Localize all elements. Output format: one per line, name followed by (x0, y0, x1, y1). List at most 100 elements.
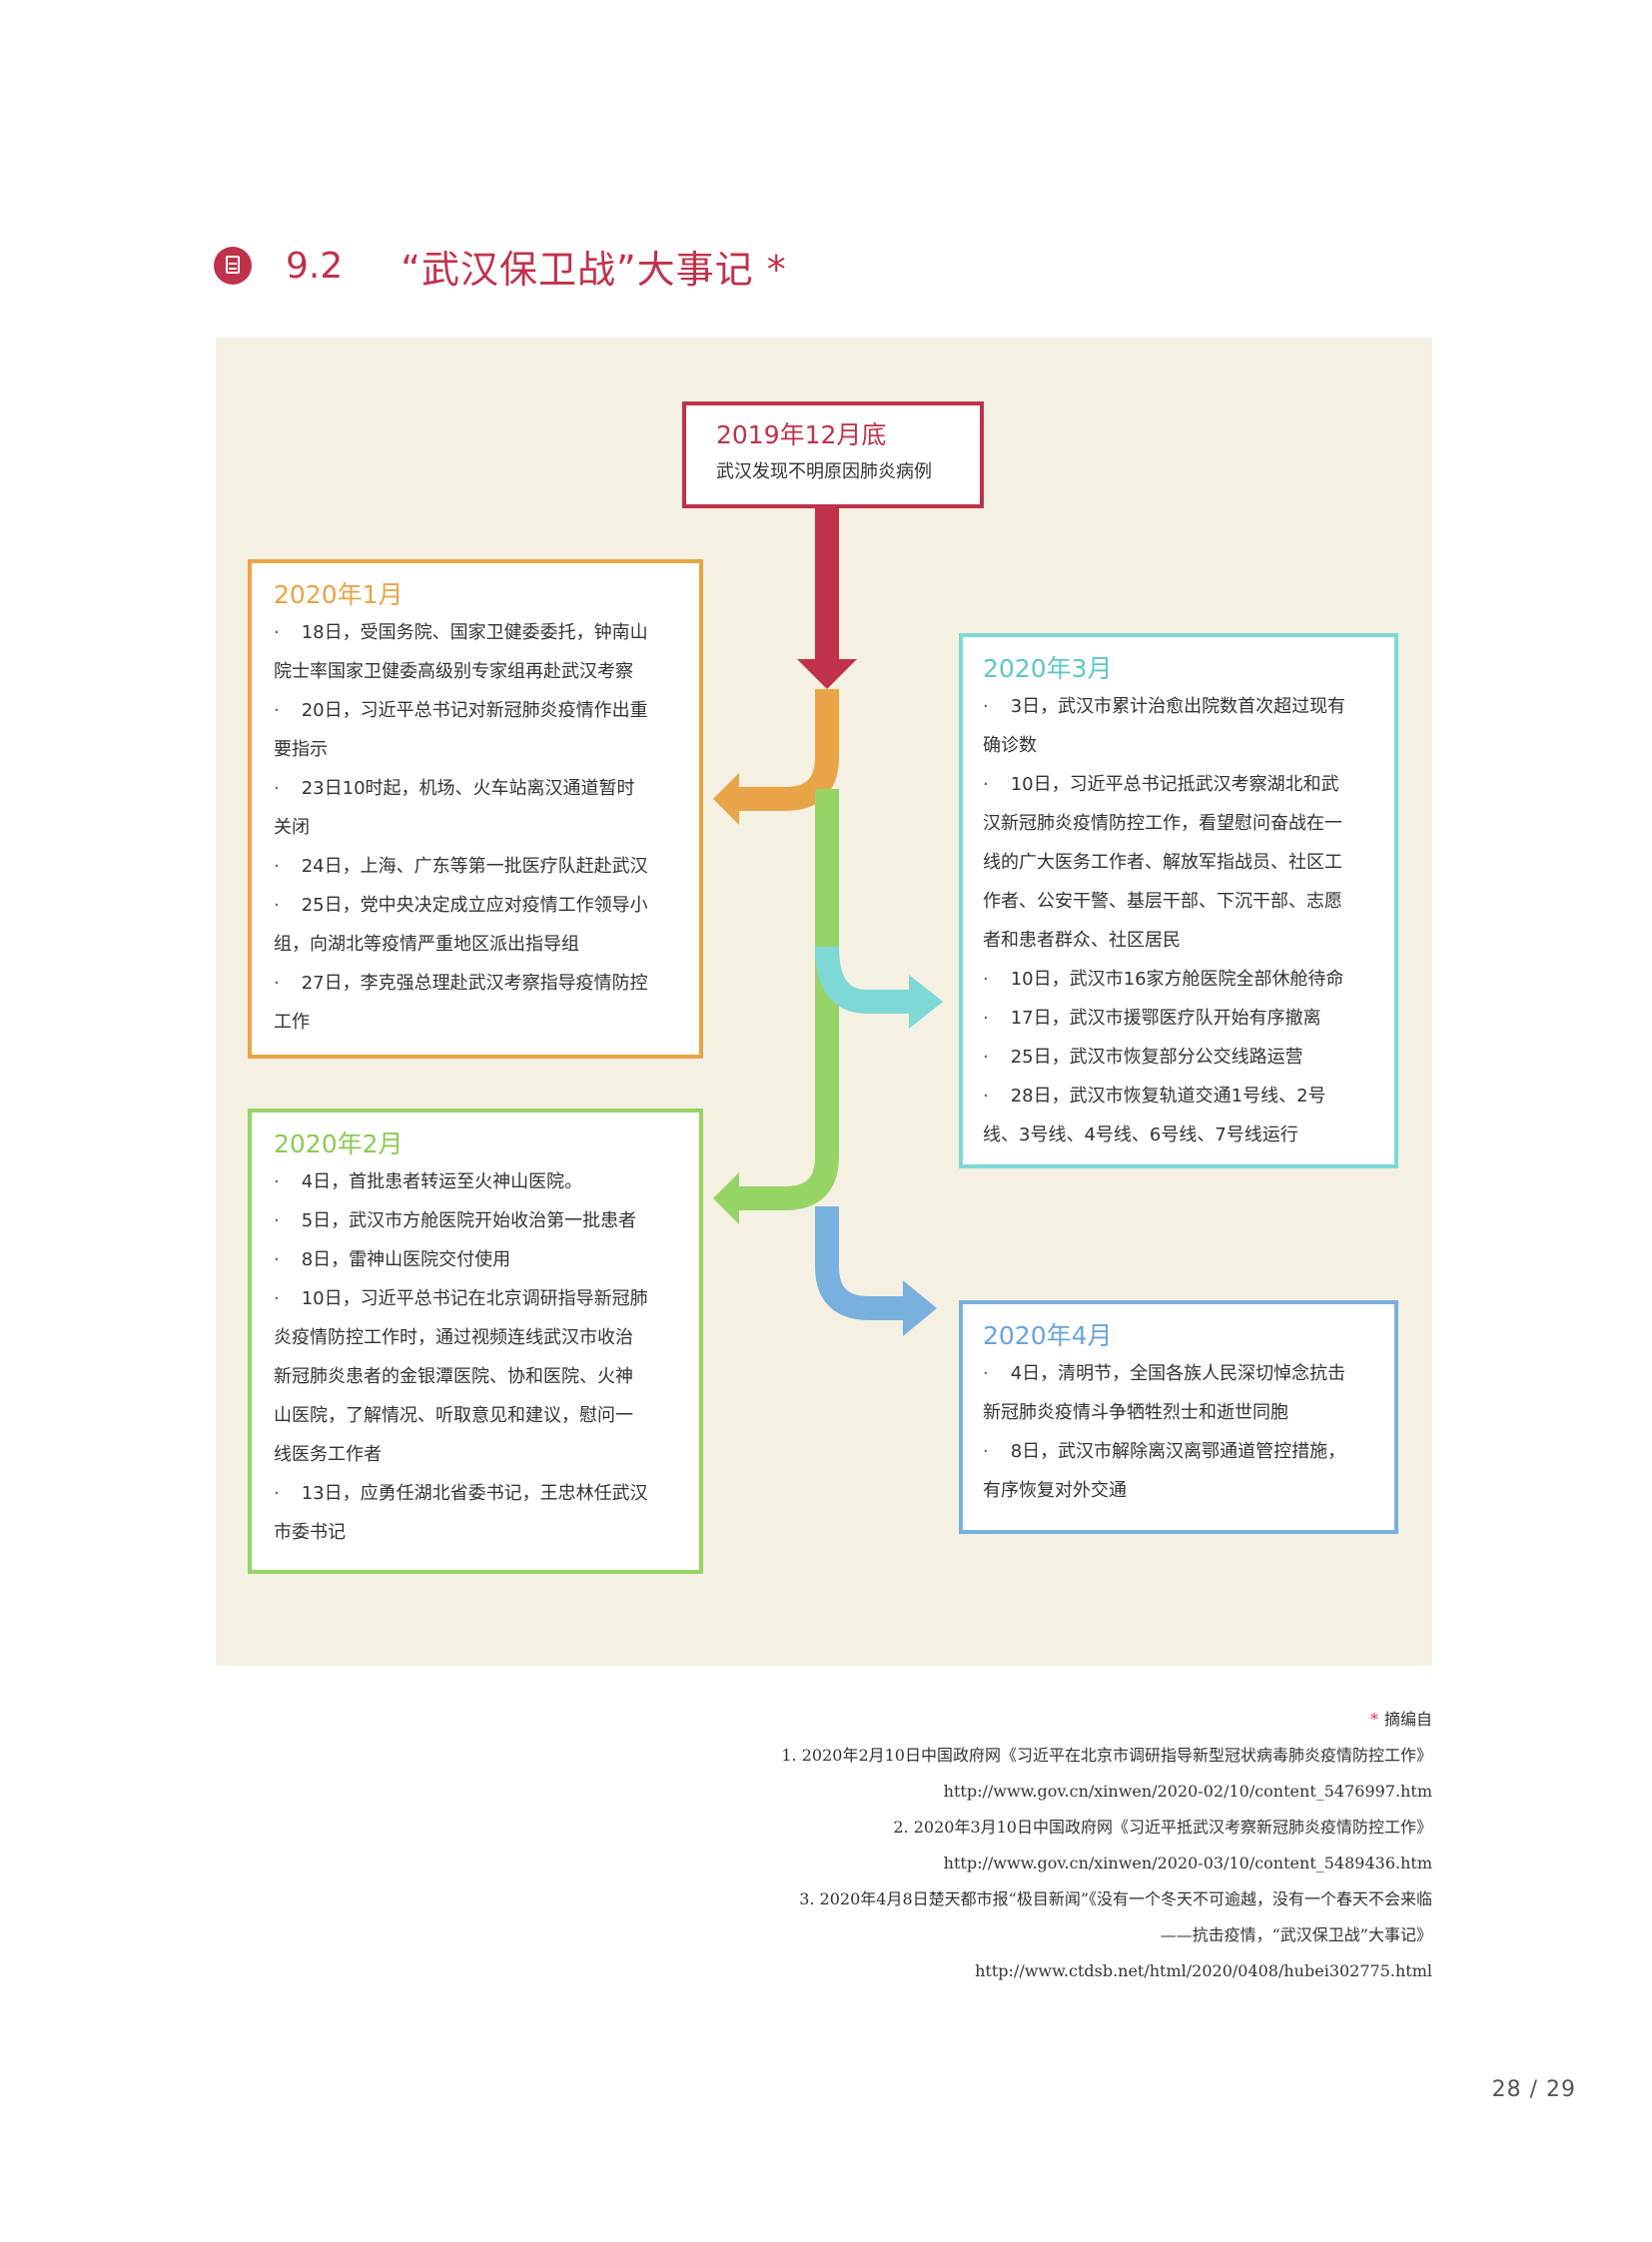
bullet: · (274, 1249, 280, 1270)
event-line: 炎疫情防控工作时，通过视频连线武汉市收治 (274, 1318, 677, 1357)
event-line: · 4日，清明节，全国各族人民深切悼念抗击 (983, 1354, 1374, 1393)
bullet: · (274, 856, 280, 877)
event-text: 有序恢复对外交通 (983, 1480, 1127, 1501)
event-line: ·5日，武汉市方舱医院开始收治第一批患者 (274, 1201, 677, 1240)
bullet: · (274, 1171, 280, 1192)
box-date: 2020年3月 (983, 654, 1113, 683)
event-line: · 18日，受国务院、国家卫健委委托，钟南山 (274, 613, 677, 652)
section-number: 9.2 (286, 245, 344, 287)
timeline-box-2020-02: 2020年2月 ·4日，首批患者转运至火神山医院。·5日，武汉市方舱医院开始收治… (248, 1109, 703, 1574)
event-line: 作者、公安干警、基层干部、下沉干部、志愿 (983, 882, 1374, 921)
event-text: 20日，习近平总书记对新冠肺炎疫情作出重 (301, 700, 648, 721)
event-line: 市委书记 (274, 1513, 677, 1552)
event-line: ·17日，武汉市援鄂医疗队开始有序撤离 (983, 999, 1374, 1038)
event-text: 工作 (274, 1012, 310, 1033)
event-text: 关闭 (274, 817, 310, 838)
event-text: 新冠肺炎疫情斗争牺牲烈士和逝世同胞 (983, 1402, 1288, 1423)
event-text: 10日，武汉市16家方舱医院全部休舱待命 (1010, 969, 1344, 990)
event-line: ·3日，武汉市累计治愈出院数首次超过现有 (983, 687, 1374, 726)
event-line: ·20日，习近平总书记对新冠肺炎疫情作出重 (274, 691, 677, 730)
event-text: 新冠肺炎患者的金银潭医院、协和医院、火神 (274, 1366, 633, 1387)
bullet: · (274, 1288, 280, 1309)
event-text: 25日，党中央决定成立应对疫情工作领导小 (301, 895, 648, 916)
event-line: 线的广大医务工作者、解放军指战员、社区工 (983, 843, 1374, 882)
event-text: 5日，武汉市方舱医院开始收治第一批患者 (301, 1210, 637, 1231)
arrow-red-stem (815, 508, 839, 660)
arrow-orange-curve (735, 689, 839, 811)
timeline-box-2020-04: 2020年4月 · 4日，清明节，全国各族人民深切悼念抗击新冠肺炎疫情斗争牺牲烈士… (959, 1300, 1398, 1534)
event-text: 23日10时起，机场、火车站离汉通道暂时 (301, 778, 635, 799)
bullet: · (983, 1086, 989, 1107)
event-text: 18日，受国务院、国家卫健委委托，钟南山 (301, 622, 648, 643)
event-line: ·27日，李克强总理赴武汉考察指导疫情防控 (274, 964, 677, 1003)
event-line: ·10日，习近平总书记在北京调研指导新冠肺 (274, 1279, 677, 1318)
event-line: 院士率国家卫健委高级别专家组再赴武汉考察 (274, 652, 677, 691)
document-icon (214, 247, 252, 285)
event-line: ·8日，雷神山医院交付使用 (274, 1240, 677, 1279)
event-line: 新冠肺炎疫情斗争牺牲烈士和逝世同胞 (983, 1393, 1374, 1432)
arrow-blue-head (903, 1280, 937, 1336)
bullet: · (983, 774, 989, 795)
event-line: 确诊数 (983, 726, 1374, 765)
asterisk: * (1369, 1710, 1378, 1729)
bullet: · (274, 895, 280, 916)
arrow-red-head (797, 659, 857, 689)
timeline-arrows (713, 508, 943, 1336)
section-title: “武汉保卫战”大事记 * (401, 247, 787, 292)
arrow-teal-curve (815, 946, 913, 1014)
event-list: ·3日，武汉市累计治愈出院数首次超过现有确诊数·10日，习近平总书记抵武汉考察湖… (983, 687, 1374, 1154)
event-text: 山医院，了解情况、听取意见和建议，慰问一 (274, 1405, 633, 1426)
event-line: ·23日10时起，机场、火车站离汉通道暂时 (274, 769, 677, 808)
event-line: 组，向湖北等疫情严重地区派出指导组 (274, 925, 677, 964)
bullet: · (983, 1441, 989, 1462)
event-line: 者和患者群众、社区居民 (983, 921, 1374, 960)
event-text: 线医务工作者 (274, 1444, 382, 1465)
timeline-box-2020-01: 2020年1月 ·18日，受国务院、国家卫健委委托，钟南山院士率国家卫健委高级别… (248, 559, 703, 1059)
box-date: 2019年12月底 (716, 420, 887, 449)
bullet: · (274, 622, 280, 643)
timeline-panel: 2019年12月底 武汉发现不明原因肺炎病例 2020年1月 ·18日，受国务院… (216, 338, 1432, 1666)
event-line: · 25日，党中央决定成立应对疫情工作领导小 (274, 886, 677, 925)
section-heading: 9.2 “武汉保卫战”大事记 * (214, 238, 787, 294)
event-line: 山医院，了解情况、听取意见和建议，慰问一 (274, 1396, 677, 1435)
event-text: 院士率国家卫健委高级别专家组再赴武汉考察 (274, 661, 633, 682)
event-list: ·4日，首批患者转运至火神山医院。·5日，武汉市方舱医院开始收治第一批患者·8日… (274, 1162, 677, 1552)
source-url[interactable]: http://www.ctdsb.net/html/2020/0408/hube… (975, 1961, 1432, 1980)
sources-list: 1. 2020年2月10日中国政府网《习近平在北京市调研指导新型冠状病毒肺炎疫情… (781, 1738, 1432, 1989)
event-line: 汉新冠肺炎疫情防控工作，看望慰问奋战在一 (983, 804, 1374, 843)
arrow-teal-head (909, 975, 943, 1029)
event-line: 线医务工作者 (274, 1435, 677, 1474)
bullet: · (983, 696, 989, 717)
event-line: 线、3号线、4号线、6号线、7号线运行 (983, 1116, 1374, 1154)
timeline-box-2019-12: 2019年12月底 武汉发现不明原因肺炎病例 (682, 401, 984, 508)
event-text: 者和患者群众、社区居民 (983, 930, 1181, 951)
event-line: ·10日，武汉市16家方舱医院全部休舱待命 (983, 960, 1374, 999)
event-line: 关闭 (274, 808, 677, 847)
timeline-box-2020-03: 2020年3月 ·3日，武汉市累计治愈出院数首次超过现有确诊数·10日，习近平总… (959, 633, 1398, 1168)
box-date: 2020年4月 (983, 1321, 1113, 1350)
sources-block: * 摘编自 1. 2020年2月10日中国政府网《习近平在北京市调研指导新型冠状病… (781, 1702, 1432, 1989)
page-number: 28 / 29 (1491, 2077, 1576, 2102)
source-url[interactable]: http://www.gov.cn/xinwen/2020-03/10/cont… (943, 1854, 1432, 1872)
sources-label-text: 摘编自 (1383, 1710, 1432, 1729)
event-text: 确诊数 (983, 735, 1037, 756)
event-list: · 4日，清明节，全国各族人民深切悼念抗击新冠肺炎疫情斗争牺牲烈士和逝世同胞 ·8日… (983, 1354, 1374, 1510)
event-line: ·13日，应勇任湖北省委书记，王忠林任武汉 (274, 1474, 677, 1513)
sources-label: * 摘编自 (781, 1702, 1432, 1738)
event-text: 汉新冠肺炎疫情防控工作，看望慰问奋战在一 (983, 813, 1342, 834)
event-text: 4日，首批患者转运至火神山医院。 (301, 1171, 583, 1192)
event-text: 24日，上海、广东等第一批医疗队赶赴武汉 (301, 856, 648, 877)
event-line: ·8日，武汉市解除离汉离鄂通道管控措施， (983, 1432, 1374, 1471)
event-text: 4日，清明节，全国各族人民深切悼念抗击 (1010, 1363, 1346, 1384)
bullet: · (983, 1363, 989, 1384)
event-text: 27日，李克强总理赴武汉考察指导疫情防控 (301, 973, 648, 994)
event-line: 有序恢复对外交通 (983, 1471, 1374, 1510)
event-list: · 18日，受国务院、国家卫健委委托，钟南山院士率国家卫健委高级别专家组再赴武汉考… (274, 613, 677, 1042)
event-line: 工作 (274, 1003, 677, 1042)
source-citation: ——抗击疫情，“武汉保卫战”大事记》 (1160, 1925, 1432, 1944)
bullet: · (983, 1008, 989, 1029)
bullet: · (983, 1047, 989, 1068)
event-text: 线、3号线、4号线、6号线、7号线运行 (983, 1124, 1298, 1145)
event-line: ·25日，武汉市恢复部分公交线路运营 (983, 1038, 1374, 1077)
source-url[interactable]: http://www.gov.cn/xinwen/2020-02/10/cont… (943, 1782, 1432, 1801)
